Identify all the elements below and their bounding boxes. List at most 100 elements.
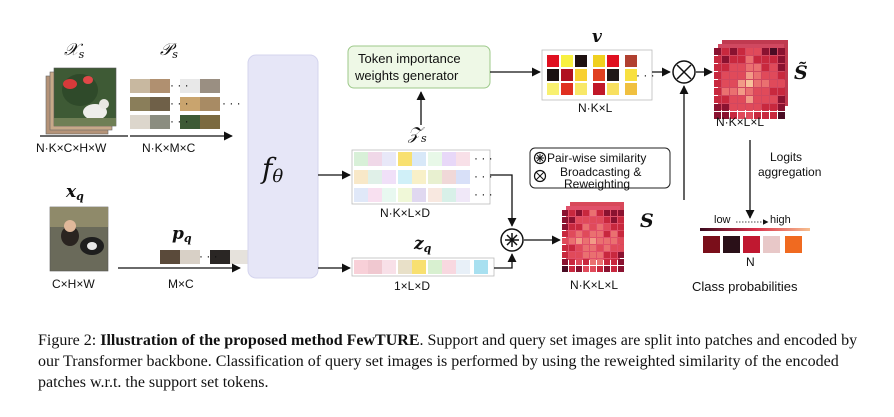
heatmap-cell (738, 88, 745, 95)
legend-similarity-icon (533, 151, 547, 165)
generator-box (347, 45, 491, 89)
legend-broadcast-line1: Broadcasting & (560, 165, 642, 179)
heatmap-cell (583, 252, 589, 258)
heatmap-cell (738, 64, 745, 71)
heatmap-cell (597, 245, 603, 251)
support-image-stack (45, 67, 117, 135)
reweighted-label: S̃ (794, 62, 808, 84)
heatmap-cell (597, 224, 603, 230)
heatmap-cell (762, 72, 769, 79)
scale-low-label: low (714, 214, 731, 226)
heatmap-cell (770, 64, 777, 71)
heatmap-cell (590, 224, 596, 230)
heatmap-cell (746, 72, 753, 79)
support-dots-row3: · · · (170, 114, 189, 128)
heatmap-cell (730, 48, 737, 55)
heatmap-cell (597, 217, 603, 223)
heatmap-cell (730, 56, 737, 63)
heatmap-cell (611, 231, 617, 237)
legend-broadcast-line2: Reweighting (564, 177, 631, 191)
query-image-label: xq (66, 182, 84, 203)
heatmap-cell (778, 64, 785, 71)
heatmap-cell (730, 72, 737, 79)
query-patches (160, 250, 250, 264)
weights-label: v (592, 27, 602, 47)
heatmap-cell (604, 210, 610, 216)
similarity-operator (500, 228, 524, 252)
heatmap-cell (738, 72, 745, 79)
heatmap-cell (562, 245, 568, 251)
heatmap-cell (746, 48, 753, 55)
query-tokens-dims: 1×L×D (394, 279, 431, 293)
heatmap-cell (762, 64, 769, 71)
heatmap-cell (754, 104, 761, 111)
heatmap-cell (722, 104, 729, 111)
class-probability-cells (703, 236, 802, 253)
legend-box (529, 147, 671, 189)
heatmap-cell (762, 80, 769, 87)
heatmap-cell (770, 112, 777, 119)
heatmap-cell (583, 217, 589, 223)
reweighted-heatmap (714, 40, 788, 119)
heatmap-cell (714, 56, 721, 63)
heatmap-cell (778, 96, 785, 103)
heatmap-cell (746, 80, 753, 87)
heatmap-cell (738, 48, 745, 55)
heatmap-cell (590, 252, 596, 258)
heatmap-cell (730, 64, 737, 71)
heatmap-cell (611, 238, 617, 244)
heatmap-cell (611, 259, 617, 265)
heatmap-cell (597, 252, 603, 258)
heatmap-cell (562, 210, 568, 216)
heatmap-cell (714, 88, 721, 95)
heatmap-cell (722, 112, 729, 119)
heatmap-cell (738, 96, 745, 103)
heatmap-cell (590, 266, 596, 272)
support-dots-row2: · · · (170, 96, 189, 110)
heatmap-cell (778, 48, 785, 55)
heatmap-cell (604, 259, 610, 265)
heatmap-cell (583, 210, 589, 216)
heatmap-cell (618, 210, 624, 216)
heatmap-cell (590, 238, 596, 244)
generator-label-line1: Token importance (358, 51, 461, 66)
heatmap-cell (569, 217, 575, 223)
query-patches-label: pq (172, 224, 192, 245)
heatmap-cell (569, 210, 575, 216)
heatmap-cell (754, 112, 761, 119)
heatmap-cell (730, 88, 737, 95)
color-scale-bar (700, 228, 810, 231)
heatmap-cell (576, 210, 582, 216)
heatmap-cell (569, 231, 575, 237)
heatmap-cell (770, 96, 777, 103)
similarity-label: S (640, 210, 654, 232)
heatmap-cell (576, 266, 582, 272)
heatmap-cell (754, 96, 761, 103)
heatmap-cell (722, 64, 729, 71)
heatmap-cell (562, 217, 568, 223)
heatmap-cell (778, 80, 785, 87)
heatmap-cell (730, 112, 737, 119)
support-dots-side: · · · (222, 96, 241, 110)
query-dots: · · · (199, 249, 218, 263)
reweight-operator (672, 60, 696, 84)
heatmap-cell (714, 72, 721, 79)
heatmap-cell (604, 231, 610, 237)
heatmap-cell (576, 217, 582, 223)
support-patches-label: 𝒫s (160, 40, 178, 61)
heatmap-cell (569, 245, 575, 251)
heatmap-cell (618, 217, 624, 223)
heatmap-cell (770, 72, 777, 79)
heatmap-cell (583, 231, 589, 237)
heatmap-cell (730, 96, 737, 103)
heatmap-cell (590, 259, 596, 265)
heatmap-cell (604, 217, 610, 223)
heatmap-cell (611, 245, 617, 251)
heatmap-cell (611, 252, 617, 258)
heatmap-cell (618, 252, 624, 258)
heatmap-cell (562, 259, 568, 265)
caption-title: Illustration of the proposed method FewT… (100, 332, 420, 349)
heatmap-cell (778, 104, 785, 111)
heatmap-cell (754, 48, 761, 55)
heatmap-cell (738, 104, 745, 111)
